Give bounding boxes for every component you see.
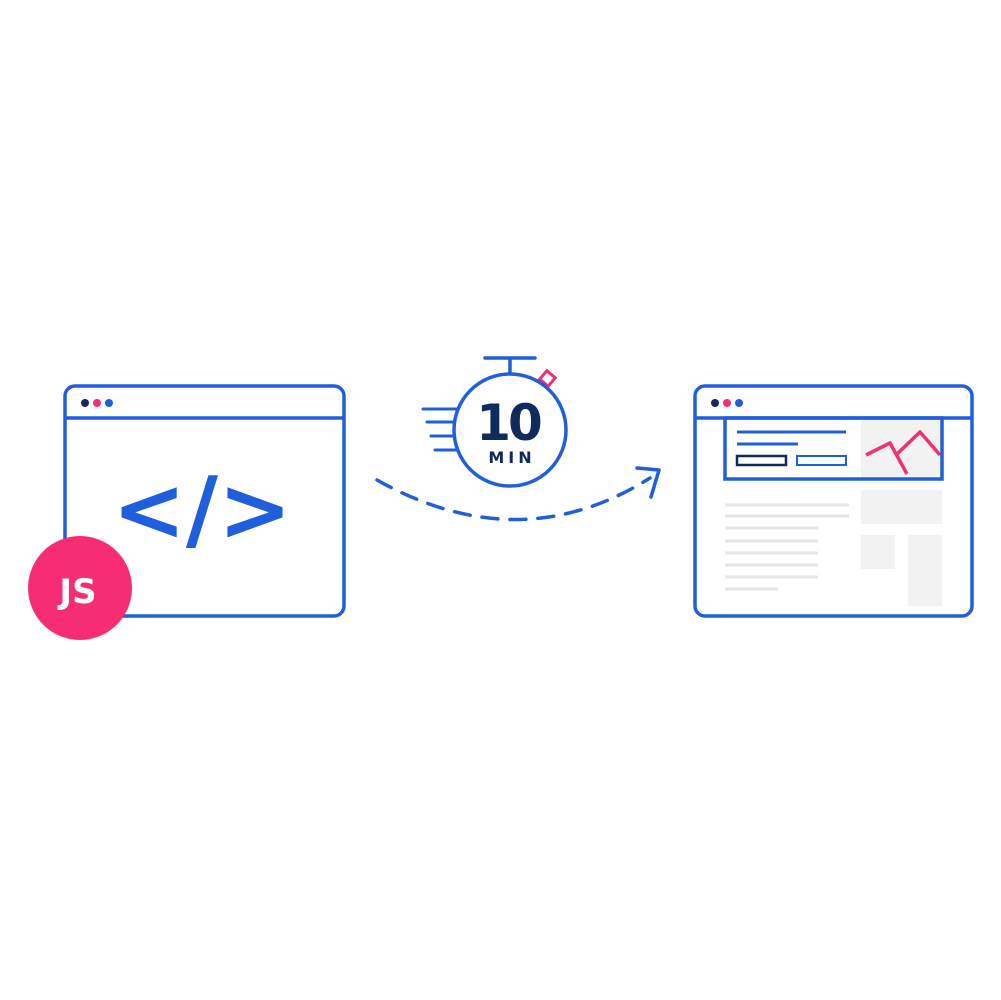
window-dot-pink: [93, 399, 101, 407]
timer-unit: MIN: [488, 448, 535, 467]
stopwatch-side-button: [537, 368, 558, 389]
source-window-dots: [81, 399, 113, 407]
js-badge-circle: [28, 536, 132, 640]
arrow-curve: [375, 476, 652, 522]
result-window-dots: [711, 399, 743, 407]
stopwatch-icon: 10 MIN: [421, 356, 568, 488]
arrow-head: [635, 466, 661, 499]
content-block-tall: [908, 535, 942, 606]
speed-lines: [421, 407, 462, 452]
body-text-lines: [725, 503, 849, 591]
stopwatch-face: [452, 372, 568, 488]
content-blocks: [861, 490, 942, 606]
code-icon: </>: [112, 458, 292, 561]
result-website-window: [693, 384, 974, 618]
window-dot-blue: [105, 399, 113, 407]
window-dot-dark: [711, 399, 719, 407]
hero-frame: [723, 416, 944, 481]
timer-value: 10: [476, 394, 541, 452]
window-dot-pink: [723, 399, 731, 407]
dashed-curved-arrow-icon: [375, 466, 661, 522]
hero-secondary-button: [796, 455, 847, 466]
source-code-window: </>: [63, 384, 346, 618]
content-block-wide: [861, 490, 942, 524]
content-block-small: [861, 535, 895, 569]
hero-banner: [723, 416, 944, 481]
source-window-frame: [63, 384, 346, 618]
js-badge: JS: [28, 536, 132, 640]
mountain-image-icon: [865, 430, 942, 475]
js-badge-label: JS: [57, 572, 96, 612]
window-dot-blue: [735, 399, 743, 407]
hero-primary-button: [735, 454, 788, 467]
window-dot-dark: [81, 399, 89, 407]
